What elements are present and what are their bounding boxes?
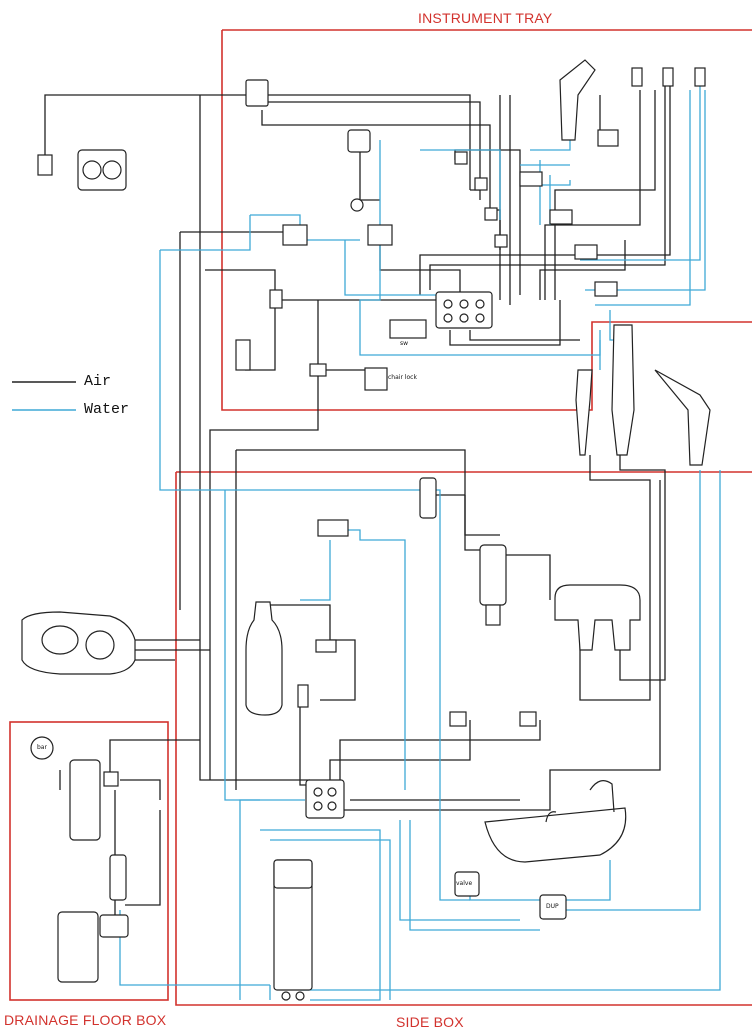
switch-label: sw	[400, 340, 409, 347]
saliva-ejector-unit	[554, 584, 641, 651]
solenoid-valve-1	[282, 224, 308, 246]
pressure-gauge	[30, 736, 54, 760]
legend	[12, 381, 76, 411]
legend-water-label: Water	[84, 401, 130, 418]
instrument-tray-box	[221, 29, 752, 411]
instrument-tray-label: INSTRUMENT TRAY	[418, 10, 553, 26]
water-bottle	[245, 601, 283, 716]
pump-1	[454, 871, 480, 897]
drainage-floor-box	[9, 721, 169, 1001]
solenoid-valve-2	[367, 224, 393, 246]
pump-2	[539, 894, 567, 920]
air-lines	[44, 85, 671, 920]
double-foot-switch	[77, 149, 127, 191]
drainage-floor-box-label: DRAINAGE FLOOR BOX	[4, 1012, 167, 1028]
water-tank-valve	[479, 544, 507, 606]
pump-1-label: valve	[456, 880, 473, 887]
solenoid-valve-3	[419, 477, 437, 519]
components	[21, 59, 711, 1001]
handpiece-1	[575, 369, 593, 456]
chair-lock-label: chair lock	[388, 374, 417, 381]
scaler-handpiece	[559, 59, 596, 141]
chair-lock-valve	[364, 367, 388, 391]
pressure-regulator	[109, 854, 127, 901]
handpiece-3	[654, 369, 711, 466]
cuspidor-bowl	[484, 807, 627, 863]
gauge-label: bar	[37, 744, 47, 751]
air-filter	[69, 759, 101, 841]
foot-control	[21, 611, 136, 675]
handpiece-2	[611, 324, 635, 456]
side-box-label: SIDE BOX	[396, 1014, 464, 1030]
manifold-block	[435, 291, 493, 329]
plug-connector	[37, 154, 53, 176]
water-filter	[57, 911, 99, 983]
pump-2-label: DUP	[546, 903, 559, 910]
legend-air-label: Air	[84, 373, 112, 390]
switch-box	[389, 319, 427, 339]
central-manifold	[305, 779, 345, 819]
